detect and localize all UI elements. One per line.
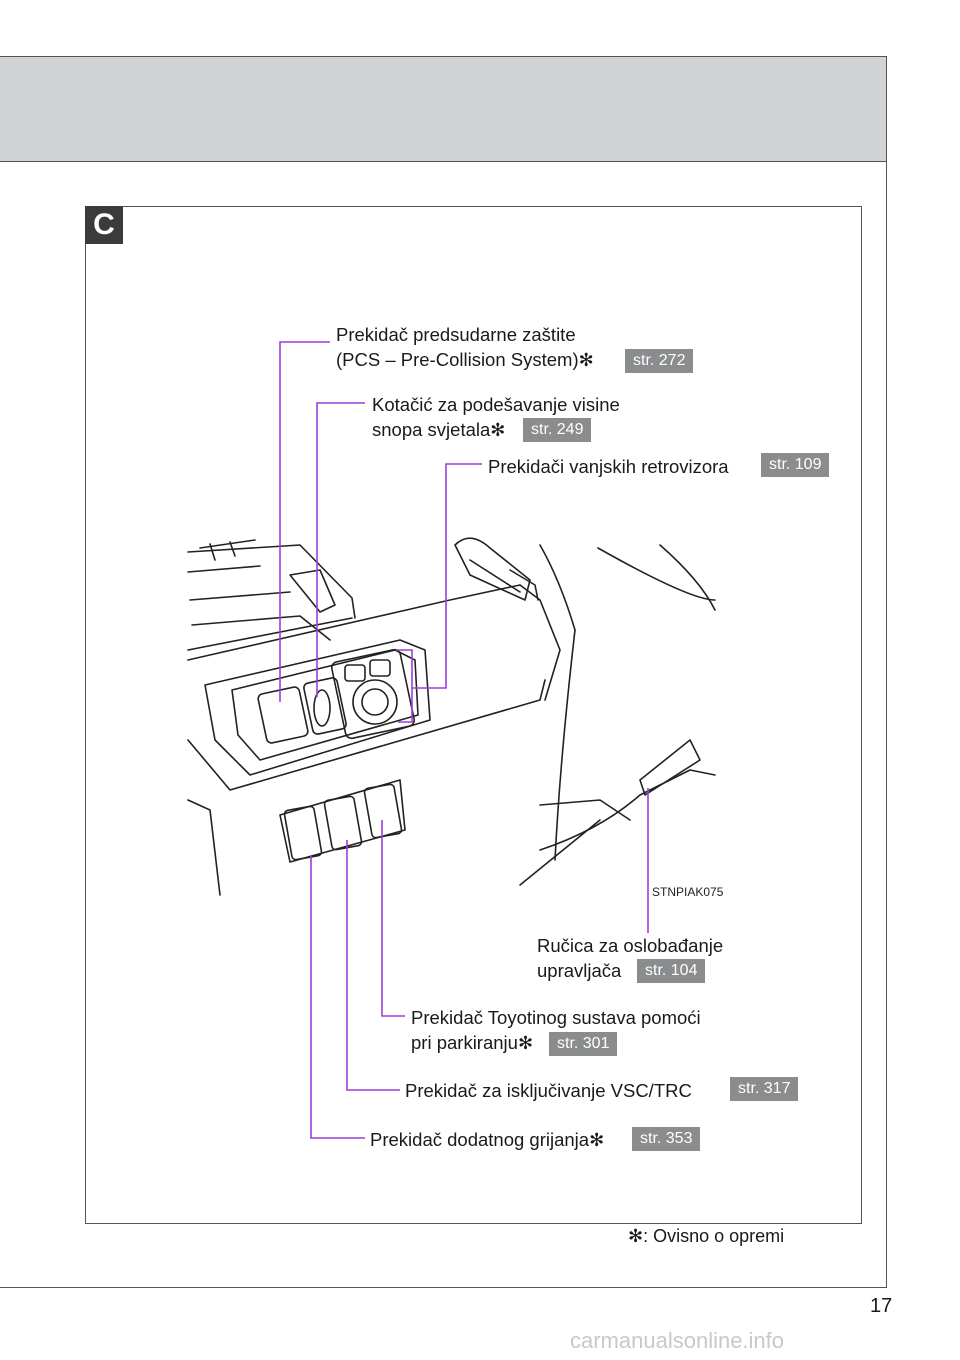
asterisk: ✻: [517, 1033, 534, 1054]
callout-tilt-line1: Ručica za oslobađanje: [537, 935, 724, 956]
callout-headlamp-line1: Kotačić za podešavanje visine: [372, 394, 620, 415]
callout-heater-line1: Prekidač dodatnog grijanja: [370, 1129, 590, 1150]
callout-vsc: Prekidač za isključivanje VSC/TRC: [405, 1078, 692, 1103]
asterisk: ✻: [628, 1226, 644, 1247]
callout-vsc-line1: Prekidač za isključivanje VSC/TRC: [405, 1080, 692, 1101]
callout-pcs: Prekidač predsudarne zaštite (PCS – Pre-…: [336, 322, 594, 373]
callout-mirrors-line1: Prekidači vanjskih retrovizora: [488, 456, 729, 477]
dashboard-drawing: [187, 537, 716, 896]
asterisk: ✻: [589, 1130, 605, 1151]
footnote: ✻: Ovisno o opremi: [628, 1226, 784, 1247]
page-number: 17: [870, 1295, 893, 1317]
content-box: [85, 206, 862, 1224]
page-frame: [0, 56, 887, 1288]
callout-pcs-line2-wrap: (PCS – Pre-Collision System)✻: [336, 347, 594, 373]
callout-heater: Prekidač dodatnog grijanja✻: [370, 1127, 604, 1153]
ref-pcs[interactable]: str. 272: [625, 349, 694, 373]
leader-heater: [310, 855, 365, 1139]
leader-mirrors: [412, 463, 482, 689]
figure-code: STNPIAK075: [652, 885, 724, 899]
ref-heater[interactable]: str. 353: [632, 1127, 701, 1151]
callout-tilt-line2: upravljača: [537, 960, 622, 981]
callout-headlamp: Kotačić za podešavanje visine snopa svje…: [372, 392, 620, 443]
watermark[interactable]: carmanualsonline.info: [570, 1328, 785, 1353]
leader-pcs: [279, 341, 330, 702]
callout-mirrors: Prekidači vanjskih retrovizora: [488, 454, 729, 479]
asterisk: ✻: [490, 420, 506, 441]
leader-vsc: [346, 840, 400, 1091]
leader-mirrors-bracket: [396, 649, 413, 723]
callout-tilt: Ručica za oslobađanje upravljača: [537, 933, 723, 983]
callout-heater-line1-wrap: Prekidač dodatnog grijanja✻: [370, 1127, 604, 1153]
callout-pcs-line2: (PCS – Pre-Collision System): [336, 349, 579, 370]
callout-parking-line1: Prekidač Toyotinog sustava pomoći: [411, 1007, 701, 1028]
ref-mirrors[interactable]: str. 109: [761, 453, 830, 477]
callout-parking-line2: pri parkiranju: [411, 1032, 518, 1053]
ref-vsc[interactable]: str. 317: [730, 1077, 799, 1101]
section-badge: C: [85, 206, 123, 244]
callout-parking-line2-wrap: pri parkiranju✻: [411, 1030, 701, 1056]
asterisk: ✻: [578, 350, 594, 371]
leader-headlamp: [316, 402, 365, 697]
footnote-text: : Ovisno o opremi: [643, 1226, 785, 1246]
callout-parking: Prekidač Toyotinog sustava pomoći pri pa…: [411, 1005, 701, 1056]
leader-lines: [279, 341, 649, 1139]
callout-headlamp-line2: snopa svjetala: [372, 419, 491, 440]
ref-parking[interactable]: str. 301: [549, 1032, 618, 1056]
ref-tilt[interactable]: str. 104: [637, 959, 706, 983]
header-band: [0, 56, 887, 162]
callout-pcs-line1: Prekidač predsudarne zaštite: [336, 324, 576, 345]
leader-parking: [381, 820, 405, 1017]
callout-headlamp-line2-wrap: snopa svjetala✻: [372, 417, 620, 443]
ref-headlamp[interactable]: str. 249: [523, 418, 592, 442]
